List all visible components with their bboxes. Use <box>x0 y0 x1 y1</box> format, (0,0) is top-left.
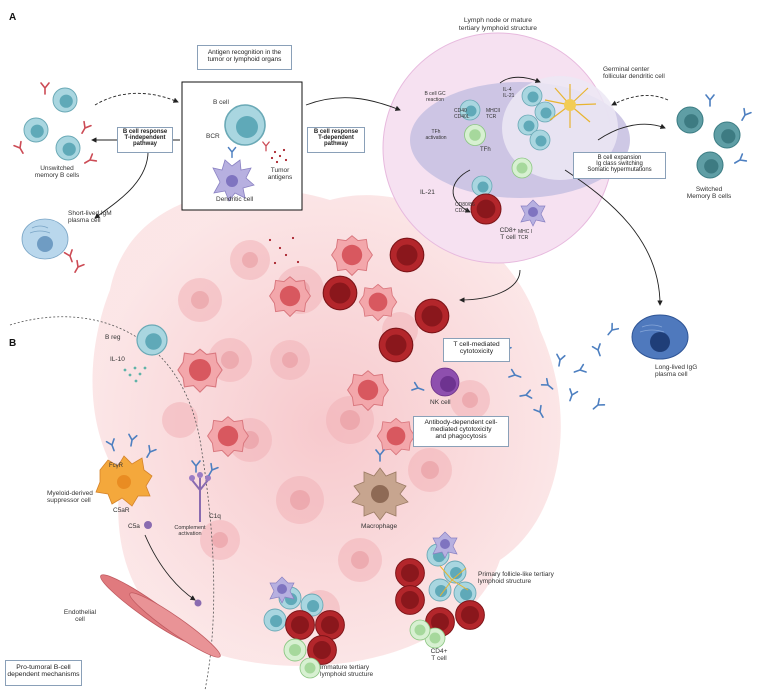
mhc-tcr-label: MHCII TCR <box>486 108 501 120</box>
c5a-particle <box>144 521 152 529</box>
b-cell-large <box>224 104 266 146</box>
fcyr-label: FcγR <box>109 463 123 469</box>
short-lived-label: Short-lived IgM plasma cell <box>68 210 112 225</box>
t-dependent-box: B cell response T-dependent pathway <box>307 127 365 153</box>
unswitched-label: Unswitched memory B cells <box>34 165 80 180</box>
lymph-node-cells <box>459 85 556 227</box>
short-lived-igm-plasma-cell <box>21 218 85 275</box>
c1q-label: C1q <box>209 513 221 520</box>
mdsc-label: Myeloid-derived suppressor cell <box>47 490 93 505</box>
switched-label: Switched Memory B cells <box>686 186 732 201</box>
tfh-label: TFh <box>480 147 491 153</box>
cd4-label: CD4+ T cell <box>430 648 448 663</box>
mhc1-label: MHC I TCR <box>518 229 533 241</box>
primary-follicle-tls <box>395 531 485 649</box>
cd8-label: CD8+ T cell <box>499 227 517 242</box>
antigen-recognition-box: Antigen recognition in the tumor or lymp… <box>197 45 292 70</box>
bcr-label: BCR <box>206 133 220 140</box>
endothelial-cells <box>100 574 221 658</box>
cd40-label: CD40 CD40L <box>454 108 470 120</box>
long-lived-label: Long-lived IgG plasma cell <box>655 364 698 379</box>
il21-label: IL-21 <box>420 189 435 196</box>
panel-label-a: A <box>9 12 17 23</box>
primary-tls-label: Primary follicle-like tertiary lymphoid … <box>478 571 554 586</box>
endothelial-label: Endothelial cell <box>63 609 97 624</box>
b-reg-cell <box>136 324 168 356</box>
il4-il21-label: IL-4 IL-21 <box>503 87 515 99</box>
t-cell-cytotoxicity-box: T cell-mediated cytotoxicity <box>443 338 510 362</box>
tumor-antigens-dots <box>270 148 288 164</box>
nk-cell <box>411 367 460 397</box>
tumor-antigen-particles <box>268 236 300 265</box>
myeloid-derived-suppressor-cell <box>95 455 153 507</box>
immature-tls <box>263 576 345 679</box>
dendritic-cell <box>212 159 255 202</box>
immature-tls-label: Immature tertiary lymphoid structure <box>320 664 374 679</box>
panel-label-b: B <box>9 338 17 349</box>
cd80-label: CD80/86 CD28 <box>455 202 475 214</box>
t-independent-box: B cell response T-independent pathway <box>117 127 173 153</box>
lymph-node-label: Lymph node or mature tertiary lymphoid s… <box>458 17 538 32</box>
adcc-box: Antibody-dependent cell- mediated cytoto… <box>413 416 509 447</box>
c5ar-label: C5aR <box>113 507 130 514</box>
tumor-antigens-label: Tumor antigens <box>267 167 293 182</box>
complement-label: Complement activation <box>174 525 206 538</box>
unswitched-memory-b-cells <box>13 82 98 168</box>
gc-fdc-label: Germinal center follicular dendritic cel… <box>603 66 665 81</box>
dendritic-cell-label: Dendritic cell <box>216 196 254 203</box>
complement-c1q <box>189 460 219 522</box>
macrophage <box>351 449 409 521</box>
switched-memory-b-cells <box>676 94 752 179</box>
long-lived-igg-plasma-cell <box>631 314 689 360</box>
nk-label: NK cell <box>430 399 451 406</box>
expansion-box: B cell expansion Ig class switching Soma… <box>573 152 666 179</box>
b-reg-label: B reg <box>105 334 121 341</box>
il10-dots <box>123 366 147 383</box>
b-cell-label: B cell <box>213 99 229 106</box>
c5a-label: C5a <box>128 523 140 530</box>
pro-tumoral-box: Pro-tumoral B-cell dependent mechanisms <box>5 660 82 686</box>
panel-divider-line <box>9 316 215 691</box>
il10-label: IL-10 <box>110 356 125 363</box>
b-cell-gc-label: B cell GC reaction <box>424 91 446 103</box>
follicular-dendritic-cell <box>544 84 597 128</box>
macrophage-label: Macrophage <box>361 523 398 530</box>
tfh-activation-label: TFh activation <box>425 129 447 141</box>
